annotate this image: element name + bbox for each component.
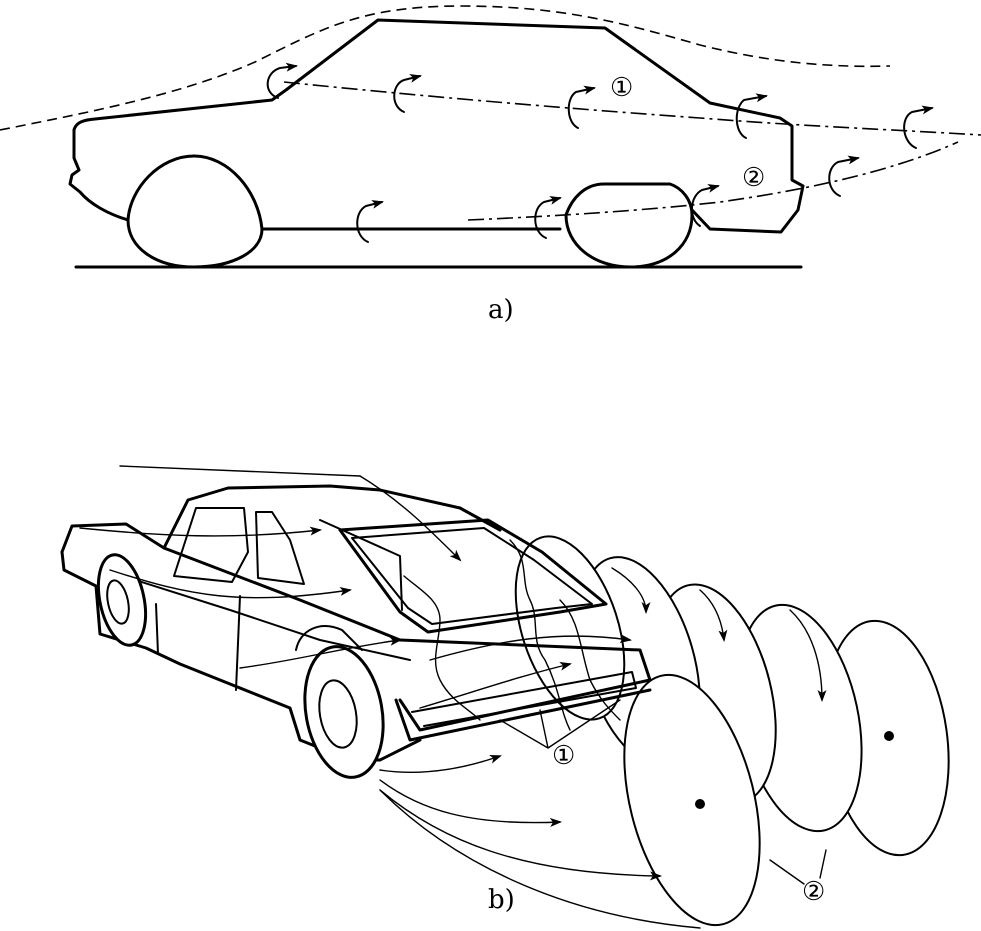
vortex-disc-front [623, 673, 761, 927]
streamline [359, 475, 462, 562]
spiral-arrow [611, 567, 651, 614]
leader-line-2 [769, 849, 827, 885]
vortex-icon [567, 85, 596, 129]
outer-streamline [0, 5, 891, 131]
leader-line-1 [499, 699, 621, 749]
caption-b: b) [488, 885, 515, 915]
vortex-icon [903, 105, 934, 149]
vortex-disc [514, 535, 626, 721]
streamline [79, 526, 322, 537]
vortex-icon [534, 196, 562, 239]
wake-line [403, 575, 481, 721]
streamline [109, 569, 352, 599]
vortex-icon [735, 93, 768, 139]
streamline [379, 789, 662, 881]
streamline [379, 779, 562, 827]
car-3d [60, 484, 652, 779]
marker-1: ① [610, 73, 633, 103]
streamline [239, 636, 402, 669]
vortex-icon [266, 62, 298, 99]
streamline [119, 465, 361, 477]
vortex-symbols [266, 62, 934, 243]
marker-2: ② [742, 163, 765, 193]
front-wheel [126, 154, 264, 269]
vortex-icon [691, 184, 720, 227]
streamline [379, 789, 701, 929]
vortex-icon [828, 155, 860, 197]
wake-line [509, 539, 571, 731]
marker-2: ② [802, 877, 825, 907]
streamline [379, 755, 502, 774]
caption-a: a) [488, 295, 514, 325]
marker-1: ① [552, 741, 575, 771]
panel-b: ① ② b) [60, 465, 950, 929]
car-body-profile [68, 18, 805, 234]
wake-line [559, 599, 621, 721]
vortex-icon [356, 200, 384, 243]
spiral-arrow [699, 589, 728, 642]
vortex-icon [393, 74, 422, 113]
vortex-core-dot [695, 799, 705, 809]
panel-a: ① ② a) [0, 5, 981, 325]
streamline-1 [283, 81, 981, 136]
streamline [429, 634, 632, 661]
vortex-core-dot [884, 731, 894, 741]
spiral-arrow [789, 609, 827, 702]
rear-wheel [564, 182, 694, 269]
streamline [419, 661, 572, 709]
streamline-2 [467, 141, 959, 221]
